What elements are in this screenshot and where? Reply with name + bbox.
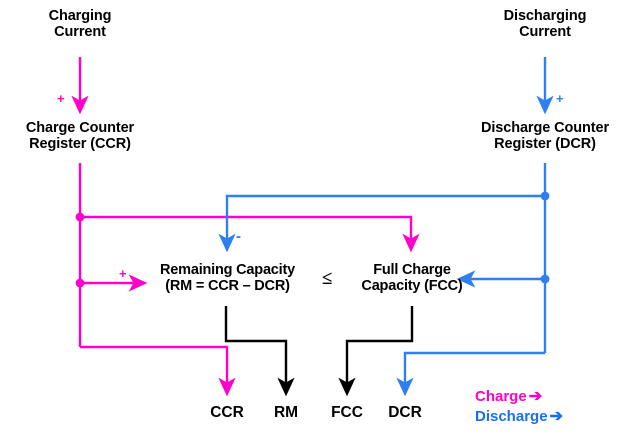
output-label-fcc: FCC bbox=[331, 404, 363, 421]
charging-current-line2: Current bbox=[54, 24, 106, 41]
discharging-current-plus-sign: + bbox=[556, 91, 564, 106]
block-full-charge-capacity: Full Charge Capacity (FCC) bbox=[345, 262, 479, 294]
legend-discharge: Discharge➔ bbox=[475, 406, 563, 426]
junction-dot-ccr-lower bbox=[75, 278, 85, 288]
arrow-right-icon: ➔ bbox=[528, 388, 543, 405]
remaining-capacity-line1: Remaining Capacity bbox=[160, 262, 295, 278]
full-charge-capacity-line1: Full Charge bbox=[373, 262, 451, 278]
junction-dot-ccr-upper bbox=[75, 212, 85, 222]
wire-dcr-to-output bbox=[396, 351, 545, 397]
wire-ccr-to-output bbox=[80, 345, 236, 397]
wire-remaining-capacity-to-rm-output bbox=[224, 306, 295, 397]
junction-dot-dcr-lower bbox=[540, 274, 550, 284]
discharging-current-line2: Current bbox=[519, 24, 571, 41]
input-charging-current: Charging Current bbox=[20, 8, 140, 40]
dcr-line1: Discharge Counter bbox=[480, 120, 610, 136]
output-label-dcr: DCR bbox=[388, 404, 422, 421]
wire-ccr-to-fcc bbox=[80, 215, 420, 253]
legend-discharge-label: Discharge bbox=[475, 408, 548, 425]
register-ccr: Charge Counter Register (CCR) bbox=[8, 120, 152, 152]
charging-current-plus-sign: + bbox=[57, 91, 65, 106]
arrow-right-icon: ➔ bbox=[549, 408, 563, 425]
junction-dot-dcr-upper bbox=[540, 191, 550, 201]
legend-charge: Charge➔ bbox=[475, 386, 542, 406]
discharging-current-line1: Discharging bbox=[503, 8, 587, 24]
ccr-line1: Charge Counter bbox=[25, 120, 135, 136]
comparator-symbol: ≤ bbox=[322, 268, 333, 289]
block-remaining-capacity: Remaining Capacity (RM = CCR – DCR) bbox=[140, 262, 315, 294]
remaining-capacity-plus-sign: + bbox=[119, 266, 127, 281]
wire-full-charge-capacity-to-fcc-output bbox=[338, 306, 414, 397]
ccr-line2: Register (CCR) bbox=[29, 136, 131, 153]
charging-current-line1: Charging bbox=[48, 8, 112, 24]
register-dcr: Discharge Counter Register (DCR) bbox=[461, 120, 629, 152]
output-label-rm: RM bbox=[273, 404, 299, 421]
input-discharging-current: Discharging Current bbox=[483, 8, 607, 40]
dcr-line2: Register (DCR) bbox=[494, 136, 596, 153]
wire-dcr-to-remaining-capacity bbox=[218, 194, 545, 253]
remaining-capacity-line2: (RM = CCR – DCR) bbox=[165, 278, 290, 295]
output-label-ccr: CCR bbox=[210, 404, 244, 421]
remaining-capacity-minus-sign: - bbox=[236, 228, 241, 245]
legend-charge-label: Charge bbox=[475, 388, 527, 405]
full-charge-capacity-line2: Capacity (FCC) bbox=[361, 278, 463, 295]
